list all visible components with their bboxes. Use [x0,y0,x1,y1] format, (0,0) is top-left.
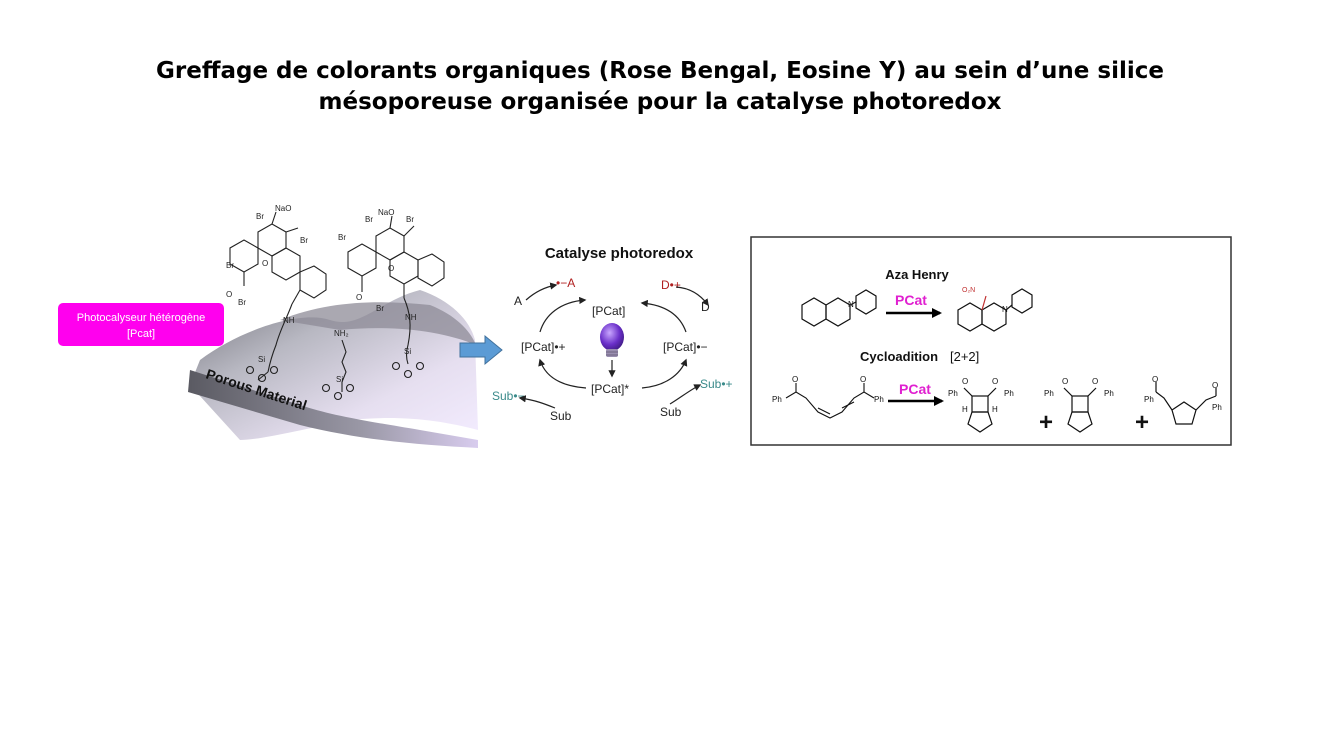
badge-line-2: [Pcat] [127,328,155,340]
atom-br-2d: Br [376,304,384,313]
cycle-pcat-minus: [PCat]•− [663,340,708,354]
atom-si-3: Si [336,375,343,384]
cycloaddition-reagent: PCat [899,381,931,397]
aza-reactant [801,289,877,327]
cycle-donor-radical: D•+ [661,278,681,292]
atom-o-2a: O [356,293,362,302]
aminopropyl-chain [321,339,355,401]
porous-material-illustration: Porous Material NaO Br Br Br Br O O NH S… [188,204,478,448]
atom-nh-1: NH [283,316,295,325]
aza-product-no2: O₂N [962,287,975,294]
p3-o-left: O [1152,375,1158,384]
p2-ph-left: Ph [1044,389,1054,398]
photoredox-cycle: Catalyse photoredox [PCat] [PCat]•+ [PCa… [492,245,733,423]
dye-molecule-2 [347,215,445,365]
cyclo-product-3 [1155,382,1217,425]
title-line-1: Greffage de colorants organiques (Rose B… [156,58,1164,84]
reactions-panel: Aza Henry PCat N O₂N N Cycloadition [2+2… [750,236,1232,446]
cycle-sub-right: Sub [660,405,682,419]
cycle-arc-bottom-right [641,358,688,389]
cycle-pcat-plus: [PCat]•+ [521,340,566,354]
cycle-arc-top-left [539,296,587,333]
silanol-anchors [245,361,425,383]
badge-line-1: Photocalyseur hétérogène [77,312,205,324]
atom-si-1: Si [258,355,265,364]
cycloaddition-suffix: [2+2] [950,349,979,364]
cycle-acceptor-radical: •−A [556,276,575,290]
aza-product [957,288,1033,332]
cycle-side-d [675,286,709,307]
atom-br-2b: Br [365,215,373,224]
cycle-side-sub-right [669,384,702,405]
diene-o-right: O [860,375,866,384]
aza-product-n: N [1002,305,1008,314]
atom-br-1c: Br [226,261,234,270]
aza-henry-title: Aza Henry [885,267,949,282]
cyclo-product-1 [963,387,997,433]
p1-ph-left: Ph [948,389,958,398]
atom-br-2a: Br [406,215,414,224]
cycle-acceptor: A [514,294,522,308]
cycle-arc-top-right [640,299,687,333]
cycle-heading: Catalyse photoredox [545,245,694,262]
atom-o-1a: O [226,290,232,299]
p2-o-right: O [1092,377,1098,386]
p1-h-left: H [962,405,968,414]
p3-o-right: O [1212,381,1218,390]
p2-o-left: O [1062,377,1068,386]
cycle-donor: D [701,300,710,314]
cyclo-product-2 [1063,387,1097,433]
cycle-arc-bottom-left [538,358,587,389]
p1-h-right: H [992,405,998,414]
dye-molecule-1 [229,211,327,381]
atom-nao-1: NaO [275,204,291,213]
atom-nh2: NH₂ [334,329,349,338]
cycle-sub-radical-anion: Sub•− [492,389,525,403]
plus-sign-2: + [1135,409,1149,436]
light-bulb-icon [600,323,624,357]
atom-br-2c: Br [338,233,346,242]
p2-ph-right: Ph [1104,389,1114,398]
cycle-pcat-star: [PCat]* [591,382,629,396]
flow-arrow [459,334,503,366]
cycle-side-sub-left [518,395,556,409]
aza-reactant-n: N [848,300,854,309]
cycle-side-a [525,282,558,301]
p3-ph-left: Ph [1144,395,1154,404]
bis-enone-reactant [785,383,875,419]
atom-o-2b: O [388,264,394,273]
atom-o-1b: O [262,259,268,268]
cycloaddition-title: Cycloadition [860,349,938,364]
p1-o-left: O [962,377,968,386]
atom-br-1d: Br [238,298,246,307]
page-title: Greffage de colorants organiques (Rose B… [60,56,1260,118]
porous-sheet-front [188,370,478,448]
diene-ph-right: Ph [874,395,884,404]
p3-ph-right: Ph [1212,403,1222,412]
atom-br-1a: Br [256,212,264,221]
atom-nao-2: NaO [378,208,394,217]
aza-henry-reagent: PCat [895,292,927,308]
p1-ph-right: Ph [1004,389,1014,398]
atom-br-1b: Br [300,236,308,245]
heterogeneous-photocatalyst-badge: Photocalyseur hétérogène [Pcat] [58,303,224,346]
atom-si-2: Si [404,347,411,356]
cycle-pcat: [PCat] [592,304,625,318]
title-line-2: mésoporeuse organisée pour la catalyse p… [318,89,1002,115]
atom-nh-2: NH [405,313,417,322]
diene-o-left: O [792,375,798,384]
cycle-sub-radical-cation: Sub•+ [700,377,733,391]
p1-o-right: O [992,377,998,386]
cycle-sub-left: Sub [550,409,572,423]
porous-sheet-curl [280,302,476,345]
diene-ph-left: Ph [772,395,782,404]
plus-sign-1: + [1039,409,1053,436]
